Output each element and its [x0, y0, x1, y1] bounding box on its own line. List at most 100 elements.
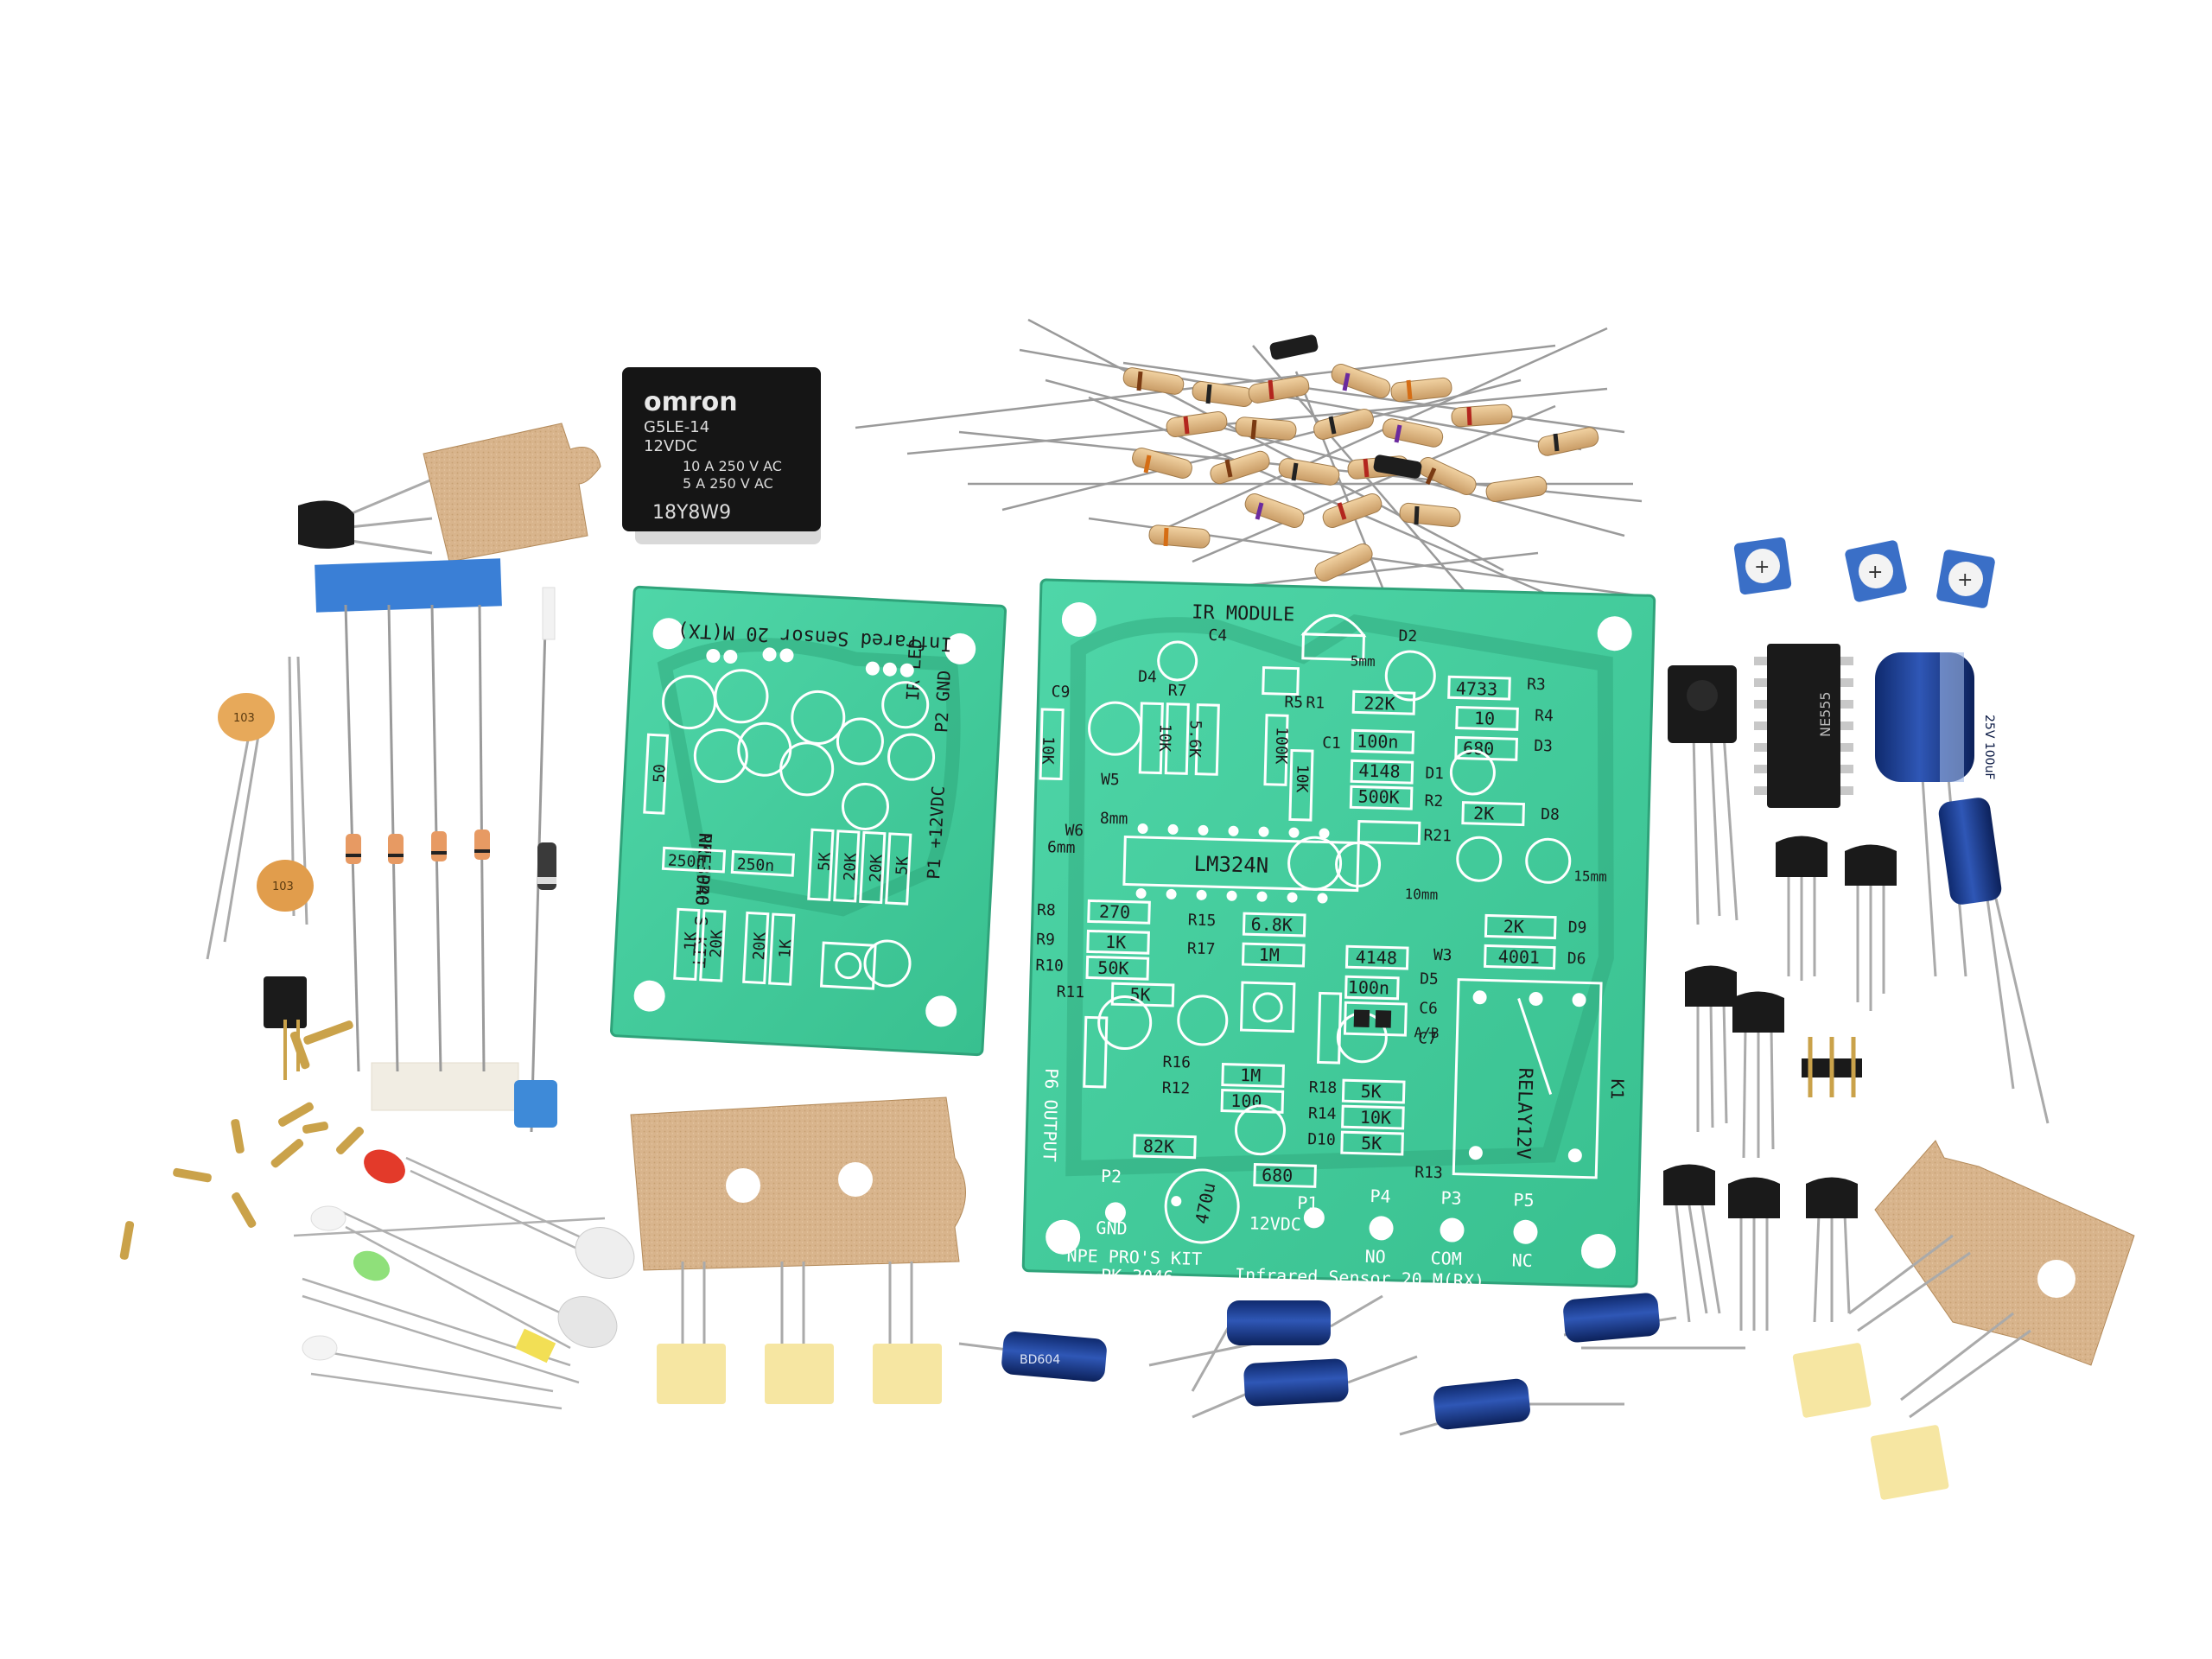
relay-brand: omron: [644, 387, 738, 417]
rx-val: 4001: [1498, 946, 1541, 968]
rx-gnd: GND: [1096, 1217, 1128, 1239]
jumper-header: [264, 976, 307, 1080]
rx-terminal-p5: P5: [1513, 1189, 1535, 1211]
rx-terminal-nc: NC: [1511, 1249, 1533, 1271]
tx-val: 250n: [667, 852, 705, 872]
ic-footprint: [1122, 835, 1360, 893]
rx-val: 680: [1262, 1165, 1294, 1186]
rx-val: 100: [1230, 1090, 1262, 1112]
tx-power: P1 +12VDC: [923, 785, 949, 880]
tx-val: 20K: [867, 854, 887, 883]
rx-terminal-no: NO: [1364, 1246, 1386, 1268]
trimmer-mark: +: [1867, 562, 1883, 583]
rx-val: 1K: [1105, 931, 1127, 953]
led-clear: [557, 1296, 618, 1348]
cap-large-label: 25V 100uF: [1982, 715, 1996, 780]
tx-pcb-board: Infrared Sensor 20 M(TX) NPE PRO'S KIT P…: [610, 585, 1007, 1057]
pin-header: [1802, 1037, 1862, 1097]
tx-val: 20K: [750, 931, 770, 961]
rx-ref: D5: [1420, 969, 1439, 988]
rx-ic-label: LM324N: [1193, 852, 1268, 878]
rx-wire: 10mm: [1404, 886, 1438, 903]
rx-val: 4148: [1358, 760, 1401, 782]
cardboard-pad-bottom: [630, 1096, 966, 1404]
rx-val: 4148: [1355, 947, 1397, 969]
rx-ref: C7: [1418, 1029, 1437, 1048]
rx-ref: R21: [1423, 827, 1452, 846]
led-yellow: [515, 1328, 556, 1363]
rx-ir-module: IR MODULE: [1192, 601, 1295, 626]
electrolytic-caps-bottom: BD604: [958, 1293, 1745, 1436]
ir-receiver-module: [1668, 665, 1738, 925]
rx-ref: R3: [1527, 676, 1546, 695]
rx-ref: R7: [1167, 682, 1186, 701]
rx-val: 50K: [1097, 957, 1129, 979]
rx-wire: 5mm: [1350, 652, 1375, 670]
led-bundle: [293, 1156, 606, 1410]
tx-val: 50: [651, 764, 670, 784]
rx-val: 10K: [1360, 1107, 1392, 1128]
trimmer-potentiometers: + + +: [1733, 537, 1995, 608]
rx-kit: NPE PRO'S KIT: [1066, 1245, 1202, 1269]
rx-ref: R5: [1284, 693, 1303, 712]
rx-val: 10K: [1155, 723, 1174, 752]
rx-ref: R14: [1308, 1104, 1337, 1123]
rx-ref: R15: [1188, 911, 1217, 930]
rx-pcb-board: IR MODULE LM324N: [1021, 578, 1656, 1292]
rx-k1: K1: [1607, 1078, 1629, 1100]
rx-ref: C1: [1322, 734, 1341, 753]
trimmer-mark: +: [1957, 569, 1973, 591]
rx-wire: 6mm: [1047, 838, 1076, 857]
tx-val: 250n: [736, 855, 774, 875]
rx-val: 100n: [1357, 730, 1399, 752]
relay-outline: [1452, 978, 1603, 1179]
diode-strip: [315, 558, 519, 1111]
rx-val: 1M: [1240, 1065, 1262, 1086]
rx-ref: D6: [1567, 950, 1586, 969]
rx-ref: R11: [1056, 982, 1084, 1001]
rx-val: 6.8K: [1250, 913, 1293, 935]
electrolytic-cap-small: [1938, 798, 2050, 1124]
rx-val: 10K: [1293, 765, 1312, 793]
rx-ref: W3: [1433, 946, 1452, 965]
rx-ref: R9: [1036, 931, 1055, 950]
rx-ref: R17: [1187, 939, 1216, 958]
rx-ref: R16: [1162, 1053, 1191, 1072]
ceramic-capacitors: 103 103: [206, 656, 314, 960]
rx-ref-labels: C4 R7 R5 R1 C1 D1 R2 R21 D4 W5 W6 R8 R9 …: [1035, 626, 1587, 1182]
rx-ref: D4: [1138, 668, 1157, 687]
rx-ref: W6: [1065, 822, 1084, 841]
rx-code: PK-3046: [1101, 1265, 1174, 1287]
ic-chip: NE555: [1754, 644, 1853, 808]
relay-component: omron G5LE-14 12VDC 10 A 250 V AC 5 A 25…: [622, 367, 821, 544]
ceramic-cap-label: 103: [233, 712, 255, 725]
transistor-bodies: [1663, 836, 1897, 1218]
rx-ref: D2: [1398, 627, 1417, 646]
rx-ref: W5: [1101, 771, 1120, 790]
tx-val: 1K: [681, 931, 700, 951]
ic-chip-label: NE555: [1817, 691, 1834, 737]
rx-val: 2K: [1473, 803, 1495, 824]
tx-val: 5K: [816, 852, 835, 872]
rx-ref: R13: [1414, 1163, 1443, 1182]
relay-voltage: 12VDC: [644, 437, 697, 455]
rx-ref: C6: [1419, 999, 1438, 1018]
rx-ref: A/B: [1414, 1024, 1439, 1041]
rx-val: 100K: [1272, 727, 1291, 765]
rectifier-diode: [514, 587, 557, 1133]
cardboard-pad-top: [423, 423, 601, 563]
rx-p2: P2: [1101, 1166, 1122, 1187]
tx-val: 20K: [707, 929, 727, 958]
rx-terminal-com: COM: [1430, 1248, 1462, 1269]
rx-ref: R12: [1161, 1079, 1190, 1098]
rx-ref: D8: [1541, 805, 1560, 824]
rx-ref: R18: [1309, 1078, 1338, 1097]
rx-val: 270: [1099, 901, 1131, 923]
tx-val: 5K: [893, 855, 912, 875]
rx-val: 680: [1463, 738, 1495, 760]
led-green: [353, 1250, 391, 1281]
rx-val: 100n: [1348, 976, 1390, 998]
diode: [1269, 334, 1319, 360]
diode: [1373, 454, 1422, 479]
